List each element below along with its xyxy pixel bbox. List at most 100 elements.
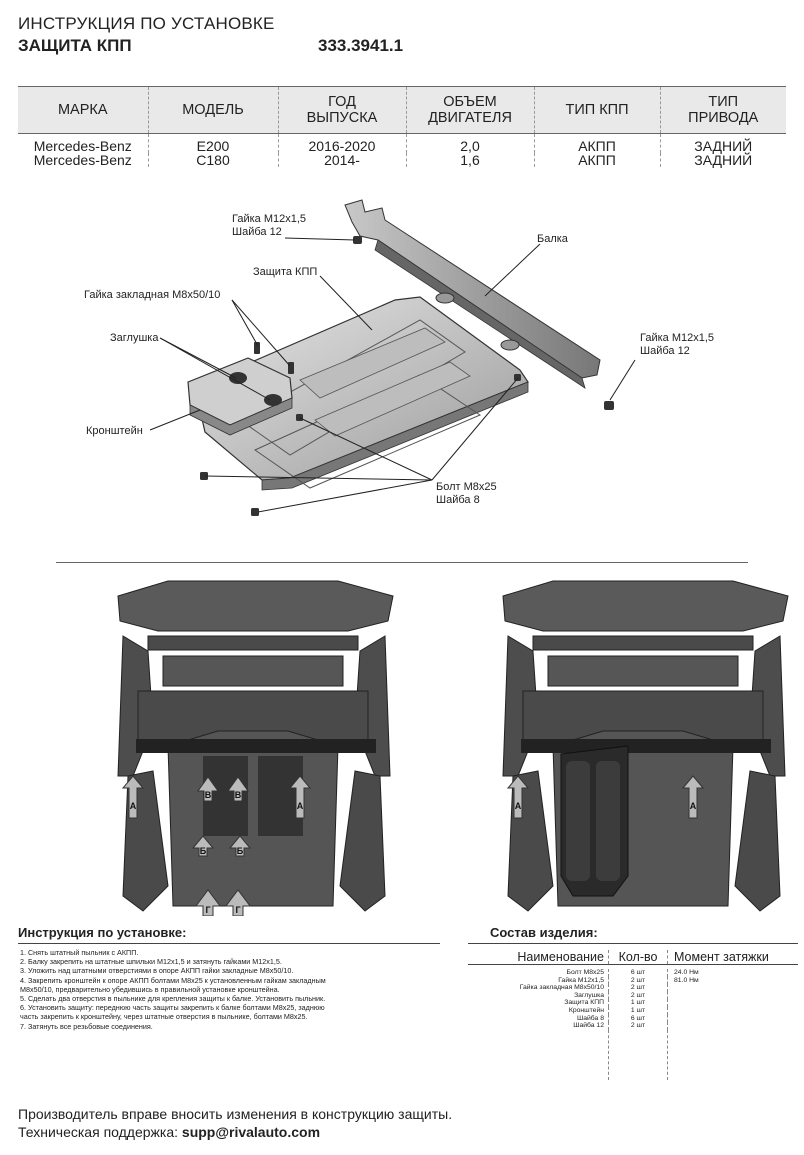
instruction-step: 4. Закрепить кронштейн к опоре АКПП болт…: [20, 975, 326, 985]
beam-position-mark: [136, 739, 376, 753]
instruction-step: М8х50/10, предварительно убедившись в пр…: [20, 984, 280, 994]
spec-cell: ЗАДНИЙ: [659, 153, 786, 167]
marker-letter: В: [235, 790, 242, 800]
components-table-spacer: [468, 1029, 798, 1080]
marker-letter: А: [297, 801, 304, 811]
bracket-part: [187, 357, 293, 436]
product-code: 333.3941.1: [318, 36, 404, 55]
marker-letter: Б: [237, 846, 244, 856]
footer-notice: Производитель вправе вносить изменения в…: [18, 1106, 453, 1122]
component-qty: 2 шт: [608, 1022, 667, 1030]
component-torque: [667, 984, 798, 992]
spec-header-make: МАРКА: [18, 86, 148, 134]
spec-cell: 1,6: [405, 153, 534, 167]
component-name: Заглушка: [574, 991, 604, 999]
component-torque: [667, 999, 798, 1007]
label-washer-8: Шайба 8: [436, 494, 480, 506]
spec-row: Mercedes-Benz E200 2016-2020 2,0 АКПП ЗА…: [18, 133, 786, 154]
label-washer-top: Шайба 12: [232, 226, 282, 238]
table-row: Заглушка 2 шт: [468, 991, 798, 1000]
spec-row: Mercedes-Benz C180 2014- 1,6 АКПП ЗАДНИЙ: [18, 153, 786, 167]
table-row: Кронштейн 1 шт: [468, 1006, 798, 1015]
marker-arrow-b-left: [197, 776, 219, 802]
document-title: ИНСТРУКЦИЯ ПО УСТАНОВКЕ: [18, 14, 275, 33]
label-beam: Балка: [537, 233, 568, 245]
component-torque: [667, 1022, 798, 1030]
components-header-qty: Кол-во: [608, 950, 667, 964]
instruction-step: 1. Снять штатный пыльник с АКПП.: [20, 948, 139, 957]
components-table: Наименование Кол-во Момент затяжки Болт …: [468, 943, 798, 1080]
spec-cell: 2016-2020: [277, 133, 406, 153]
label-bolt: Болт М8х25: [436, 481, 497, 493]
marker-letter: Г: [235, 905, 240, 915]
spec-cell: АКПП: [533, 133, 660, 153]
marker-arrow-g-left: [195, 889, 221, 916]
marker-arrow-a-left: [506, 775, 530, 819]
instruction-step: часть закрепить к кронштейну, через штат…: [20, 1012, 308, 1022]
spec-cell: ЗАДНИЙ: [659, 133, 786, 153]
instruction-step: 2. Балку закрепить на штатные шпильки М1…: [20, 957, 282, 967]
marker-arrow-a-left: [121, 775, 145, 819]
component-name: Болт М8х25: [566, 969, 604, 976]
components-header-torque: Момент затяжки: [667, 950, 798, 964]
table-row: Гайка закладная М8х50/10 2 шт: [468, 984, 798, 992]
components-header-row: Наименование Кол-во Момент затяжки: [468, 943, 798, 964]
component-name: Гайка закладная М8х50/10: [519, 984, 604, 992]
table-row: Шайба 8 6 шт: [468, 1014, 798, 1023]
table-row: Шайба 12 2 шт: [468, 1022, 798, 1030]
instructions-title: Инструкция по установке:: [18, 925, 187, 940]
marker-letter: Б: [200, 846, 207, 856]
component-torque: [667, 991, 798, 1000]
components-body: Болт М8х25 6 шт 24.0 Нм Гайка М12х1,5 2 …: [468, 964, 798, 1080]
spec-cell: АКПП: [533, 153, 660, 167]
spec-cell: 2014-: [277, 153, 406, 167]
component-qty: 2 шт: [608, 991, 667, 1000]
fasteners: [200, 236, 614, 516]
component-name: Шайба 12: [573, 1022, 604, 1030]
support-email[interactable]: supp@rivalauto.com: [181, 1124, 321, 1140]
marker-arrow-g-right: [225, 889, 251, 916]
parts-exploded-diagram: [149, 199, 636, 516]
component-name: Гайка М12х1,5: [558, 976, 604, 984]
marker-arrow-v-right: [228, 835, 252, 857]
instruction-step: 6. Установить защиту: переднюю часть защ…: [20, 1003, 325, 1013]
leader-lines: [149, 237, 636, 513]
spec-cell: Mercedes-Benz: [33, 138, 132, 154]
spec-header-model: МОДЕЛЬ: [147, 86, 278, 134]
component-torque: 81.0 Нм: [667, 976, 798, 985]
product-name: ЗАЩИТА КПП: [18, 36, 132, 55]
spec-cell: 2,0: [405, 133, 534, 153]
label-bracket: Кронштейн: [86, 425, 143, 437]
component-qty: 2 шт: [608, 984, 667, 992]
instruction-step: 5. Сделать два отверстия в пыльнике для …: [20, 994, 326, 1004]
label-guard: Защита КПП: [253, 266, 318, 278]
component-torque: 24.0 Нм: [667, 969, 798, 977]
marker-arrow-a-right: [681, 775, 705, 819]
component-torque: [667, 1006, 798, 1015]
component-name: Защита КПП: [564, 999, 604, 1007]
label-insert-nut: Гайка закладная М8х50/10: [84, 289, 221, 301]
label-nut-right: Гайка М12х1,5: [640, 332, 715, 344]
instruction-step: 7. Затянуть все резьбовые соединения.: [20, 1021, 153, 1031]
table-row: Гайка М12х1,5 2 шт 81.0 Нм: [468, 976, 798, 985]
spec-cell: Mercedes-Benz: [33, 152, 132, 168]
marker-letter: А: [515, 801, 522, 811]
marker-arrow-a-right: [288, 775, 312, 819]
spec-cell: E200: [147, 133, 278, 153]
table-row: Защита КПП 1 шт: [468, 999, 798, 1007]
marker-arrow-b-right: [227, 776, 249, 802]
component-qty: 6 шт: [608, 1014, 667, 1023]
marker-letter: А: [690, 801, 697, 811]
component-qty: 6 шт: [608, 969, 667, 977]
spec-header-gearbox: ТИП КПП: [533, 86, 660, 134]
label-washer-right: Шайба 12: [640, 345, 690, 357]
support-label: Техническая поддержка:: [18, 1124, 179, 1140]
instruction-step: 3. Уложить над штатными отверстиями в оп…: [20, 966, 294, 976]
instructions-divider: [18, 943, 440, 944]
component-qty: 1 шт: [608, 1006, 667, 1015]
underbody-after-illustration: А А: [502, 580, 789, 912]
component-name: Кронштейн: [568, 1006, 604, 1014]
